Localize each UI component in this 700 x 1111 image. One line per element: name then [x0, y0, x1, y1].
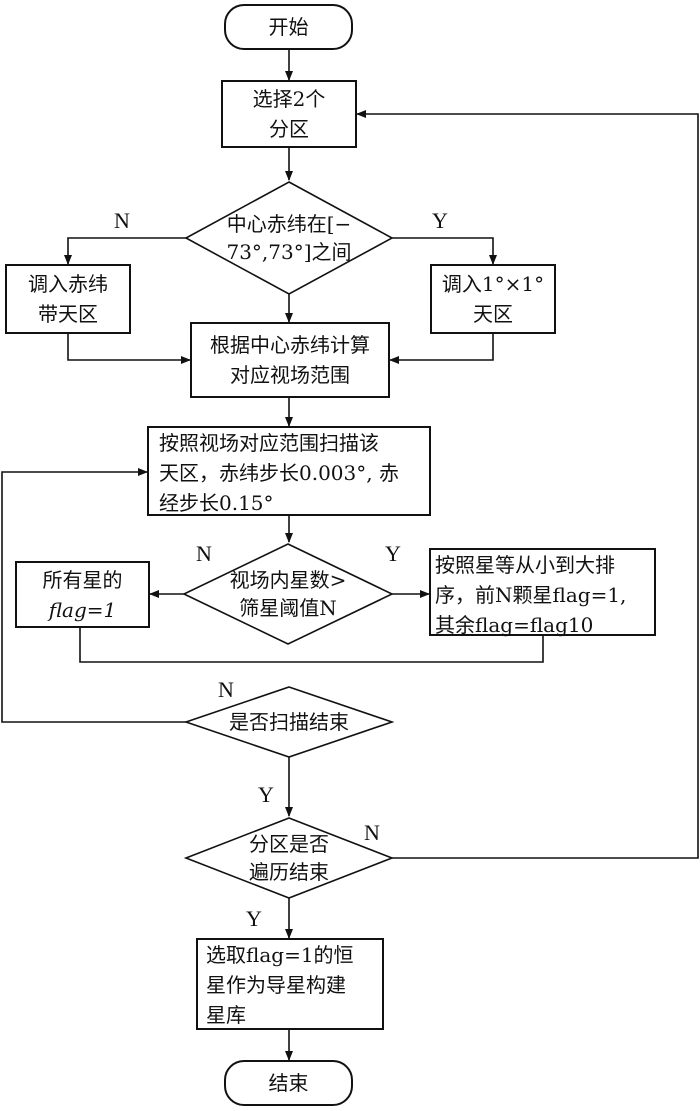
end-terminal: 结束 [224, 1060, 353, 1106]
label-y-scan-end: Y [258, 782, 274, 807]
partition-end-decision-text: 分区是否 遍历结束 [249, 832, 329, 884]
scan-step: 按照视场对应范围扫描该 天区，赤纬步长0.003°, 赤 经步长0.15° [147, 426, 431, 516]
scan-end-decision-text: 是否扫描结束 [229, 710, 349, 734]
label-y-threshold: Y [385, 541, 401, 566]
diamond-threshold [182, 543, 394, 645]
label-y-dec-range: Y [432, 208, 448, 233]
dec-range-decision-text: 中心赤纬在[− 73°,73°]之间 [226, 212, 352, 264]
label-y-partition-end: Y [246, 906, 262, 931]
label-n-scan-end: N [218, 677, 234, 702]
compute-fov-step: 根据中心赤纬计算 对应视场范围 [190, 322, 390, 398]
label-n-partition-end: N [364, 820, 380, 845]
start-terminal: 开始 [224, 4, 353, 50]
threshold-decision-text: 视场内星数> 筛星阈值N [229, 568, 347, 620]
all-flag-step: 所有星的 flag=1 [15, 561, 150, 628]
label-n-threshold: N [196, 541, 212, 566]
load-band-step: 调入赤纬 带天区 [5, 264, 131, 334]
select-partition-step: 选择2个 分区 [221, 80, 357, 148]
label-n-dec-range: N [114, 208, 130, 233]
load-1deg-step: 调入1°×1° 天区 [430, 264, 556, 334]
sort-step: 按照星等从小到大排 序，前N颗星flag=1, 其余flag=flag10 [429, 548, 656, 637]
build-library-step: 选取flag=1的恒 星作为导星构建 星库 [196, 938, 384, 1030]
